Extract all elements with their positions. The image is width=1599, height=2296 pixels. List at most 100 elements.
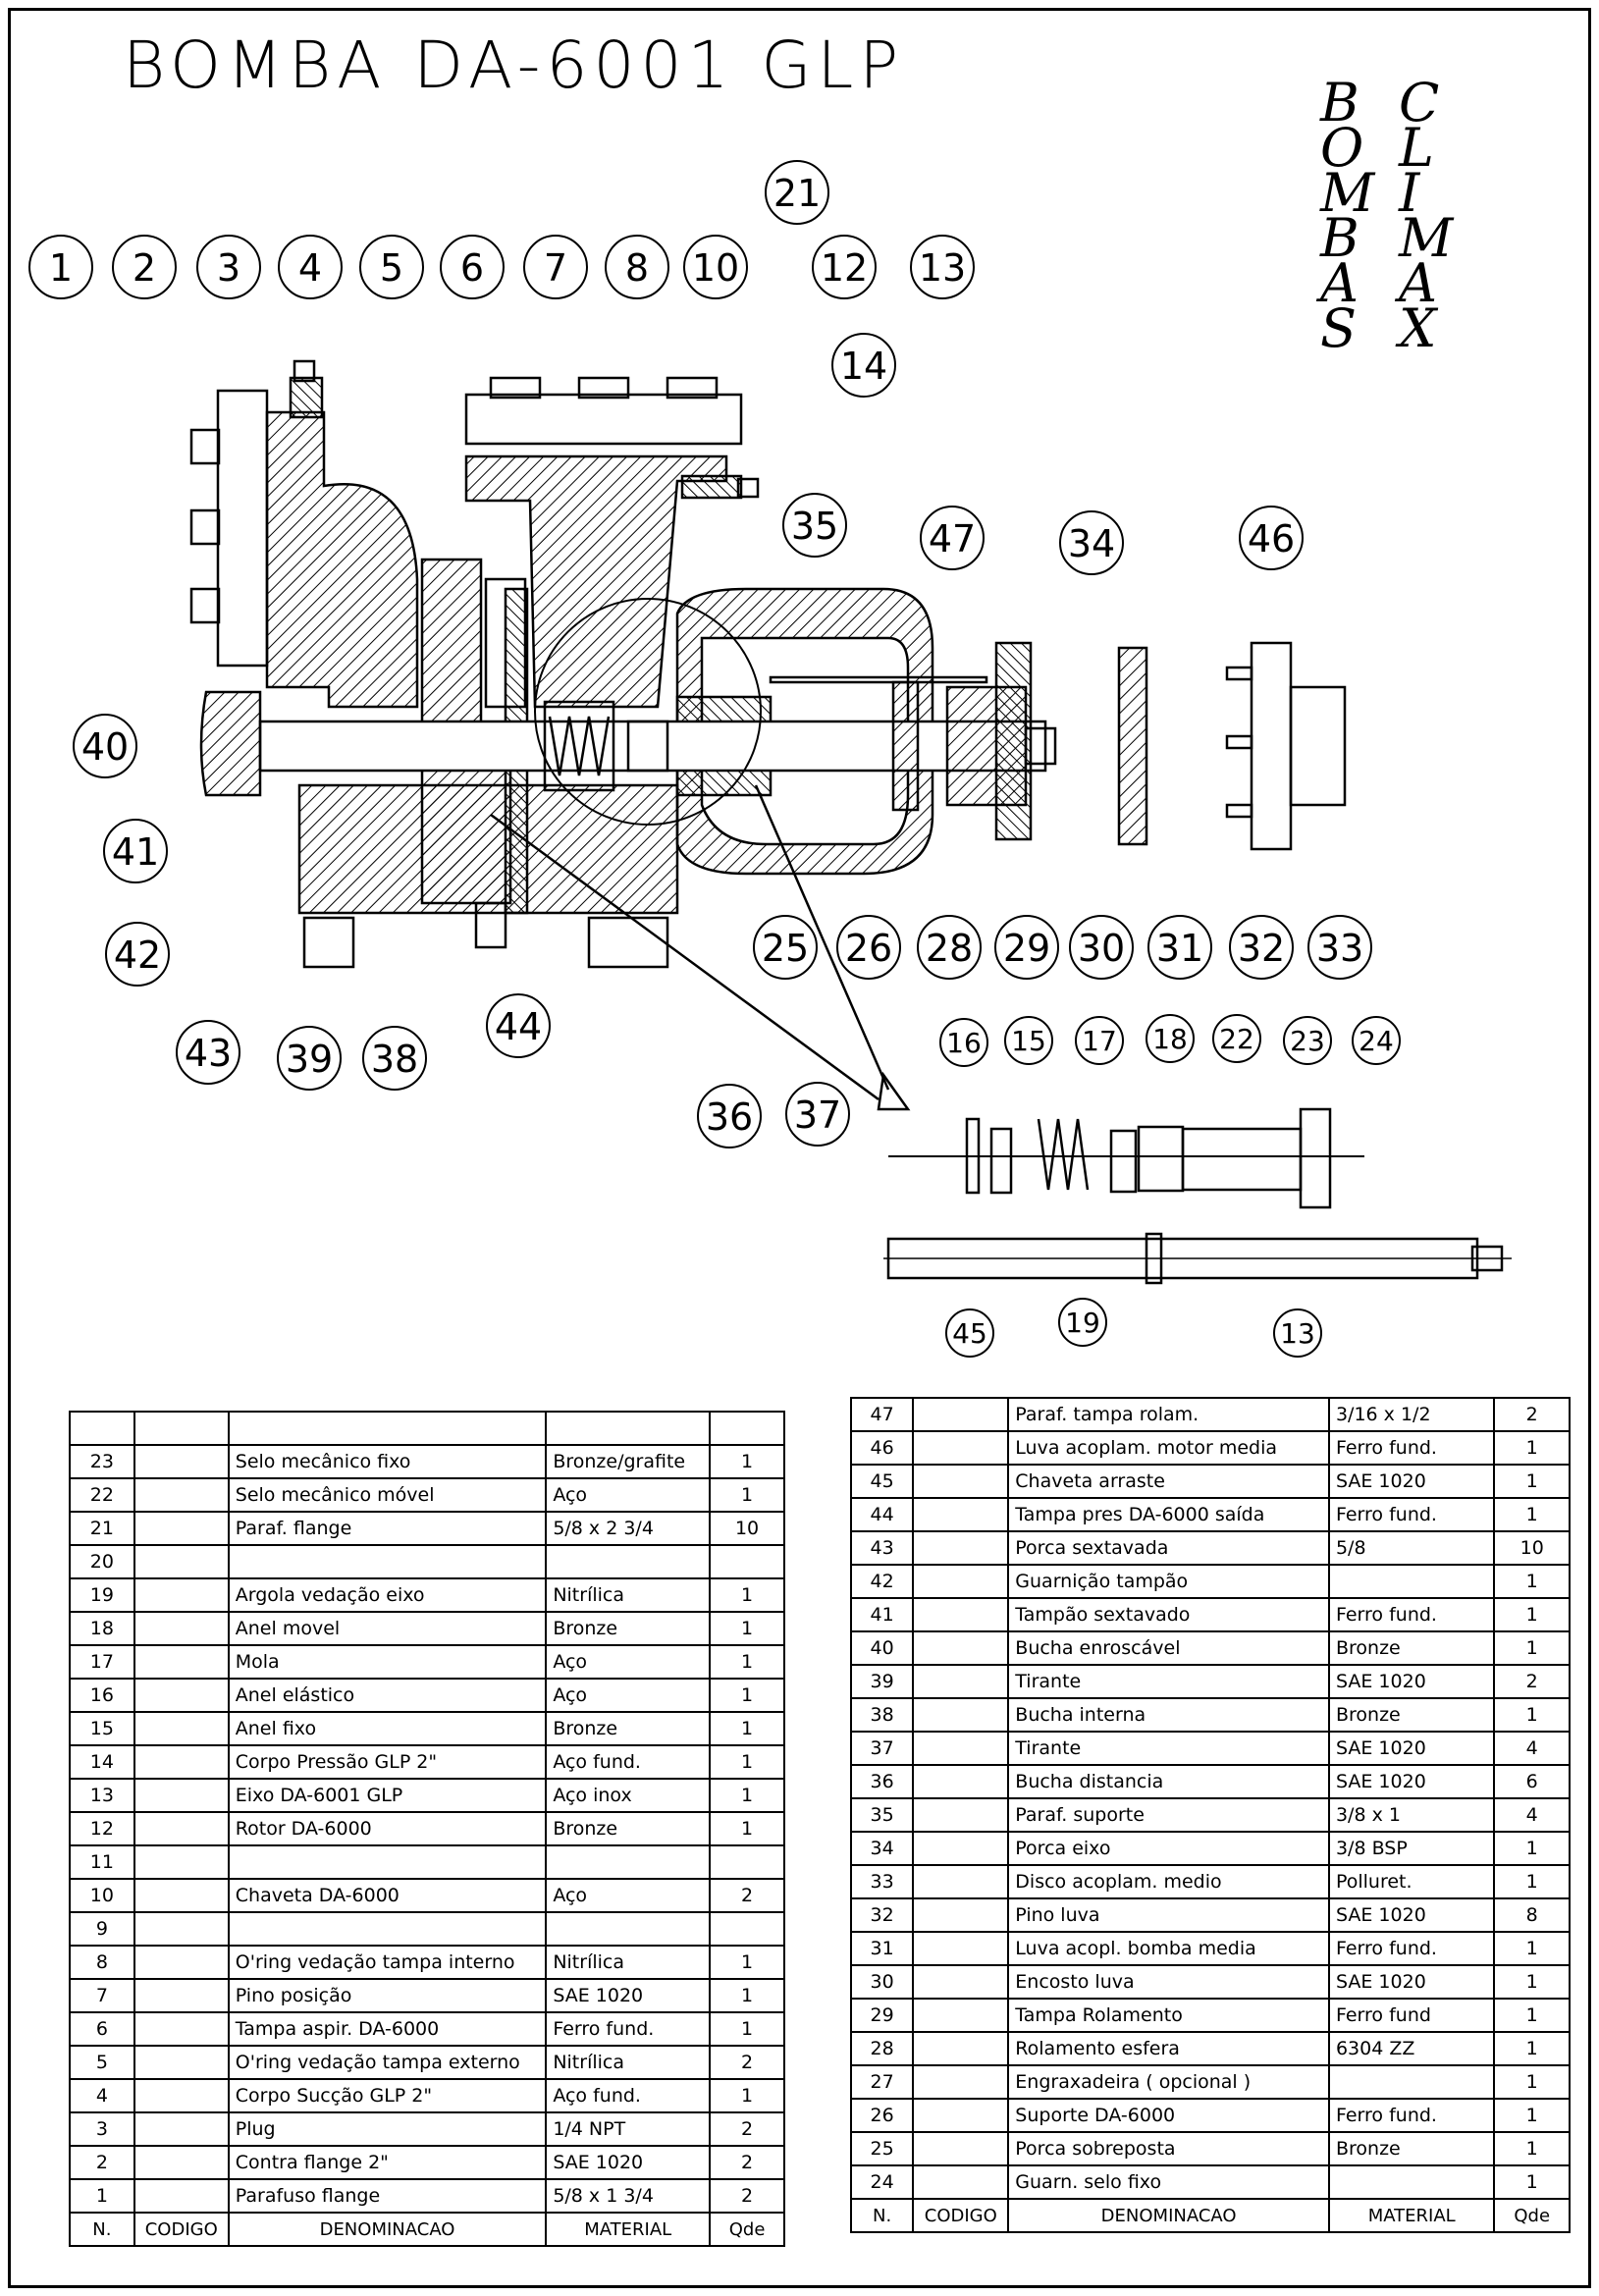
cell-n: 25 <box>849 2131 915 2166</box>
cell-codigo <box>133 1644 230 1680</box>
cell-qde: 1 <box>709 1744 785 1780</box>
cell-n: 27 <box>849 2064 915 2100</box>
cell-codigo <box>133 1511 230 1546</box>
cell-qde <box>709 1411 785 1446</box>
callout-circle <box>785 1082 850 1147</box>
cell-qde: 1 <box>1493 1630 1571 1666</box>
callout-label: 46 <box>1248 517 1295 561</box>
cell-qde: 1 <box>1493 2064 1571 2100</box>
cell-denominacao: Encosto luva <box>1007 1964 1330 2000</box>
cell-codigo <box>133 1577 230 1613</box>
cell-n: 37 <box>849 1731 915 1766</box>
cell-denominacao: Chaveta DA-6000 <box>227 1878 548 1913</box>
cell-n: 15 <box>69 1711 135 1746</box>
callout-circle <box>939 1018 988 1067</box>
cell-qde: 1 <box>1493 1998 1571 2033</box>
callout-label: 4 <box>298 246 322 290</box>
cell-qde: 2 <box>709 2145 785 2180</box>
cell-codigo <box>133 1744 230 1780</box>
cell-qde: 2 <box>1493 1397 1571 1432</box>
cell-material: Bronze <box>545 1611 712 1646</box>
cell-denominacao: Pino posição <box>227 1978 548 2013</box>
cell-material <box>1327 2164 1496 2200</box>
cell-material <box>545 1544 712 1579</box>
cell-material <box>545 1411 712 1446</box>
cell-denominacao: Suporte DA-6000 <box>1007 2098 1330 2133</box>
callout-circle <box>1352 1016 1401 1065</box>
callout-label: 36 <box>706 1095 753 1139</box>
cell-qde: 10 <box>1493 1530 1571 1566</box>
callout-circle <box>753 915 818 980</box>
callout-circle <box>278 235 343 299</box>
header-qde: Qde <box>709 2212 785 2247</box>
cell-codigo <box>133 1411 230 1446</box>
cell-material: SAE 1020 <box>545 2145 712 2180</box>
callout-circle <box>812 235 877 299</box>
cell-n: 12 <box>69 1811 135 1846</box>
cell-n: 32 <box>849 1897 915 1933</box>
cell-codigo <box>133 1711 230 1746</box>
callout-label: 5 <box>380 246 403 290</box>
callout-circle <box>683 235 748 299</box>
cell-n: 42 <box>849 1564 915 1599</box>
callout-circle <box>945 1308 994 1358</box>
cell-qde: 1 <box>709 2011 785 2047</box>
header-denominacao: DENOMINACAO <box>227 2212 548 2247</box>
cell-material: Ferro fund. <box>545 2011 712 2047</box>
logo-letter: X <box>1399 297 1437 359</box>
cell-denominacao: Porca sextavada <box>1007 1530 1330 1566</box>
callout-label: 40 <box>81 725 129 769</box>
cell-qde: 1 <box>709 1978 785 2013</box>
cell-denominacao: Bucha distancia <box>1007 1764 1330 1799</box>
cell-denominacao <box>227 1544 548 1579</box>
cell-qde: 1 <box>709 1945 785 1980</box>
callout-circle <box>994 915 1059 980</box>
cell-codigo <box>133 2011 230 2047</box>
cell-material: SAE 1020 <box>545 1978 712 2013</box>
logo-letter: I <box>1399 162 1420 224</box>
cell-material: 3/16 x 1/2 <box>1327 1397 1496 1432</box>
callout-label: 47 <box>929 517 976 561</box>
cell-codigo <box>912 1497 1010 1532</box>
callout-circle <box>523 235 588 299</box>
callout-circle <box>196 235 261 299</box>
cell-qde: 10 <box>709 1511 785 1546</box>
drawing-frame <box>8 8 1591 2288</box>
cell-n: 4 <box>69 2078 135 2113</box>
cell-qde <box>709 1544 785 1579</box>
cell-material: Bronze <box>545 1811 712 1846</box>
cell-codigo <box>133 1844 230 1880</box>
cell-codigo <box>912 1864 1010 1899</box>
cell-n: 35 <box>849 1797 915 1833</box>
cell-n: 19 <box>69 1577 135 1613</box>
cell-denominacao <box>227 1844 548 1880</box>
cell-n: 41 <box>849 1597 915 1632</box>
cell-n: 24 <box>849 2164 915 2200</box>
callout-label: 6 <box>460 246 484 290</box>
cell-n: 45 <box>849 1464 915 1499</box>
cell-material: Nitrílica <box>545 1945 712 1980</box>
callout-circle <box>920 506 985 570</box>
callout-circle <box>1004 1016 1053 1065</box>
cell-n: 1 <box>69 2178 135 2214</box>
cell-qde: 1 <box>1493 2031 1571 2066</box>
cell-qde: 1 <box>1493 1864 1571 1899</box>
callout-circle <box>73 714 137 778</box>
cell-qde: 8 <box>1493 1897 1571 1933</box>
callout-circle <box>176 1020 240 1085</box>
